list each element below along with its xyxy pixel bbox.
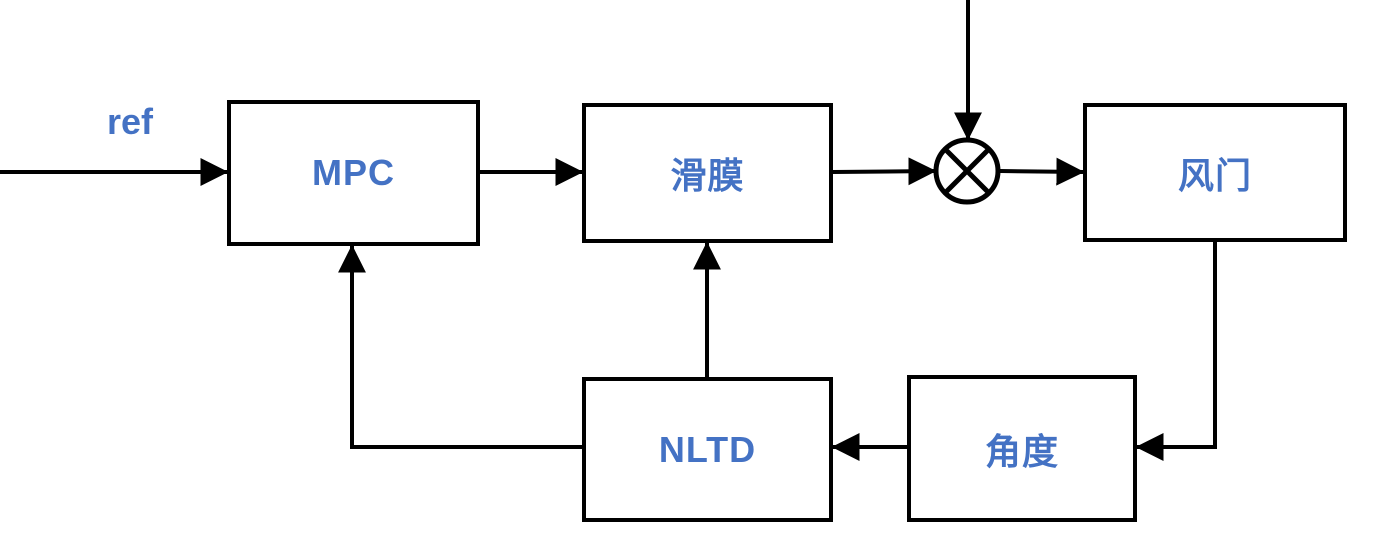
block-jiaodu-label: 角度	[984, 430, 1059, 472]
block-fengmen-label: 风门	[1177, 154, 1252, 196]
arrow-nltd-to-mpc	[338, 244, 582, 449]
block-fengmen-damper: 风门	[1083, 103, 1347, 242]
multiply-junction-icon	[933, 137, 1001, 205]
arrow-junction-to-fengmen	[999, 157, 1085, 186]
block-nltd-label: NLTD	[658, 428, 757, 470]
arrow-huamo-to-junction	[832, 157, 937, 186]
block-nltd: NLTD	[582, 377, 833, 522]
block-huamo-label: 滑膜	[670, 155, 745, 196]
arrow-fengmen-to-jiaodu	[1135, 242, 1217, 461]
block-mpc-label: MPC	[312, 152, 395, 193]
block-huamo-sliding-mode: 滑膜	[582, 103, 833, 243]
block-jiaodu-angle: 角度	[907, 375, 1137, 522]
ref-input-label: ref	[106, 101, 154, 142]
block-mpc: MPC	[227, 100, 480, 246]
